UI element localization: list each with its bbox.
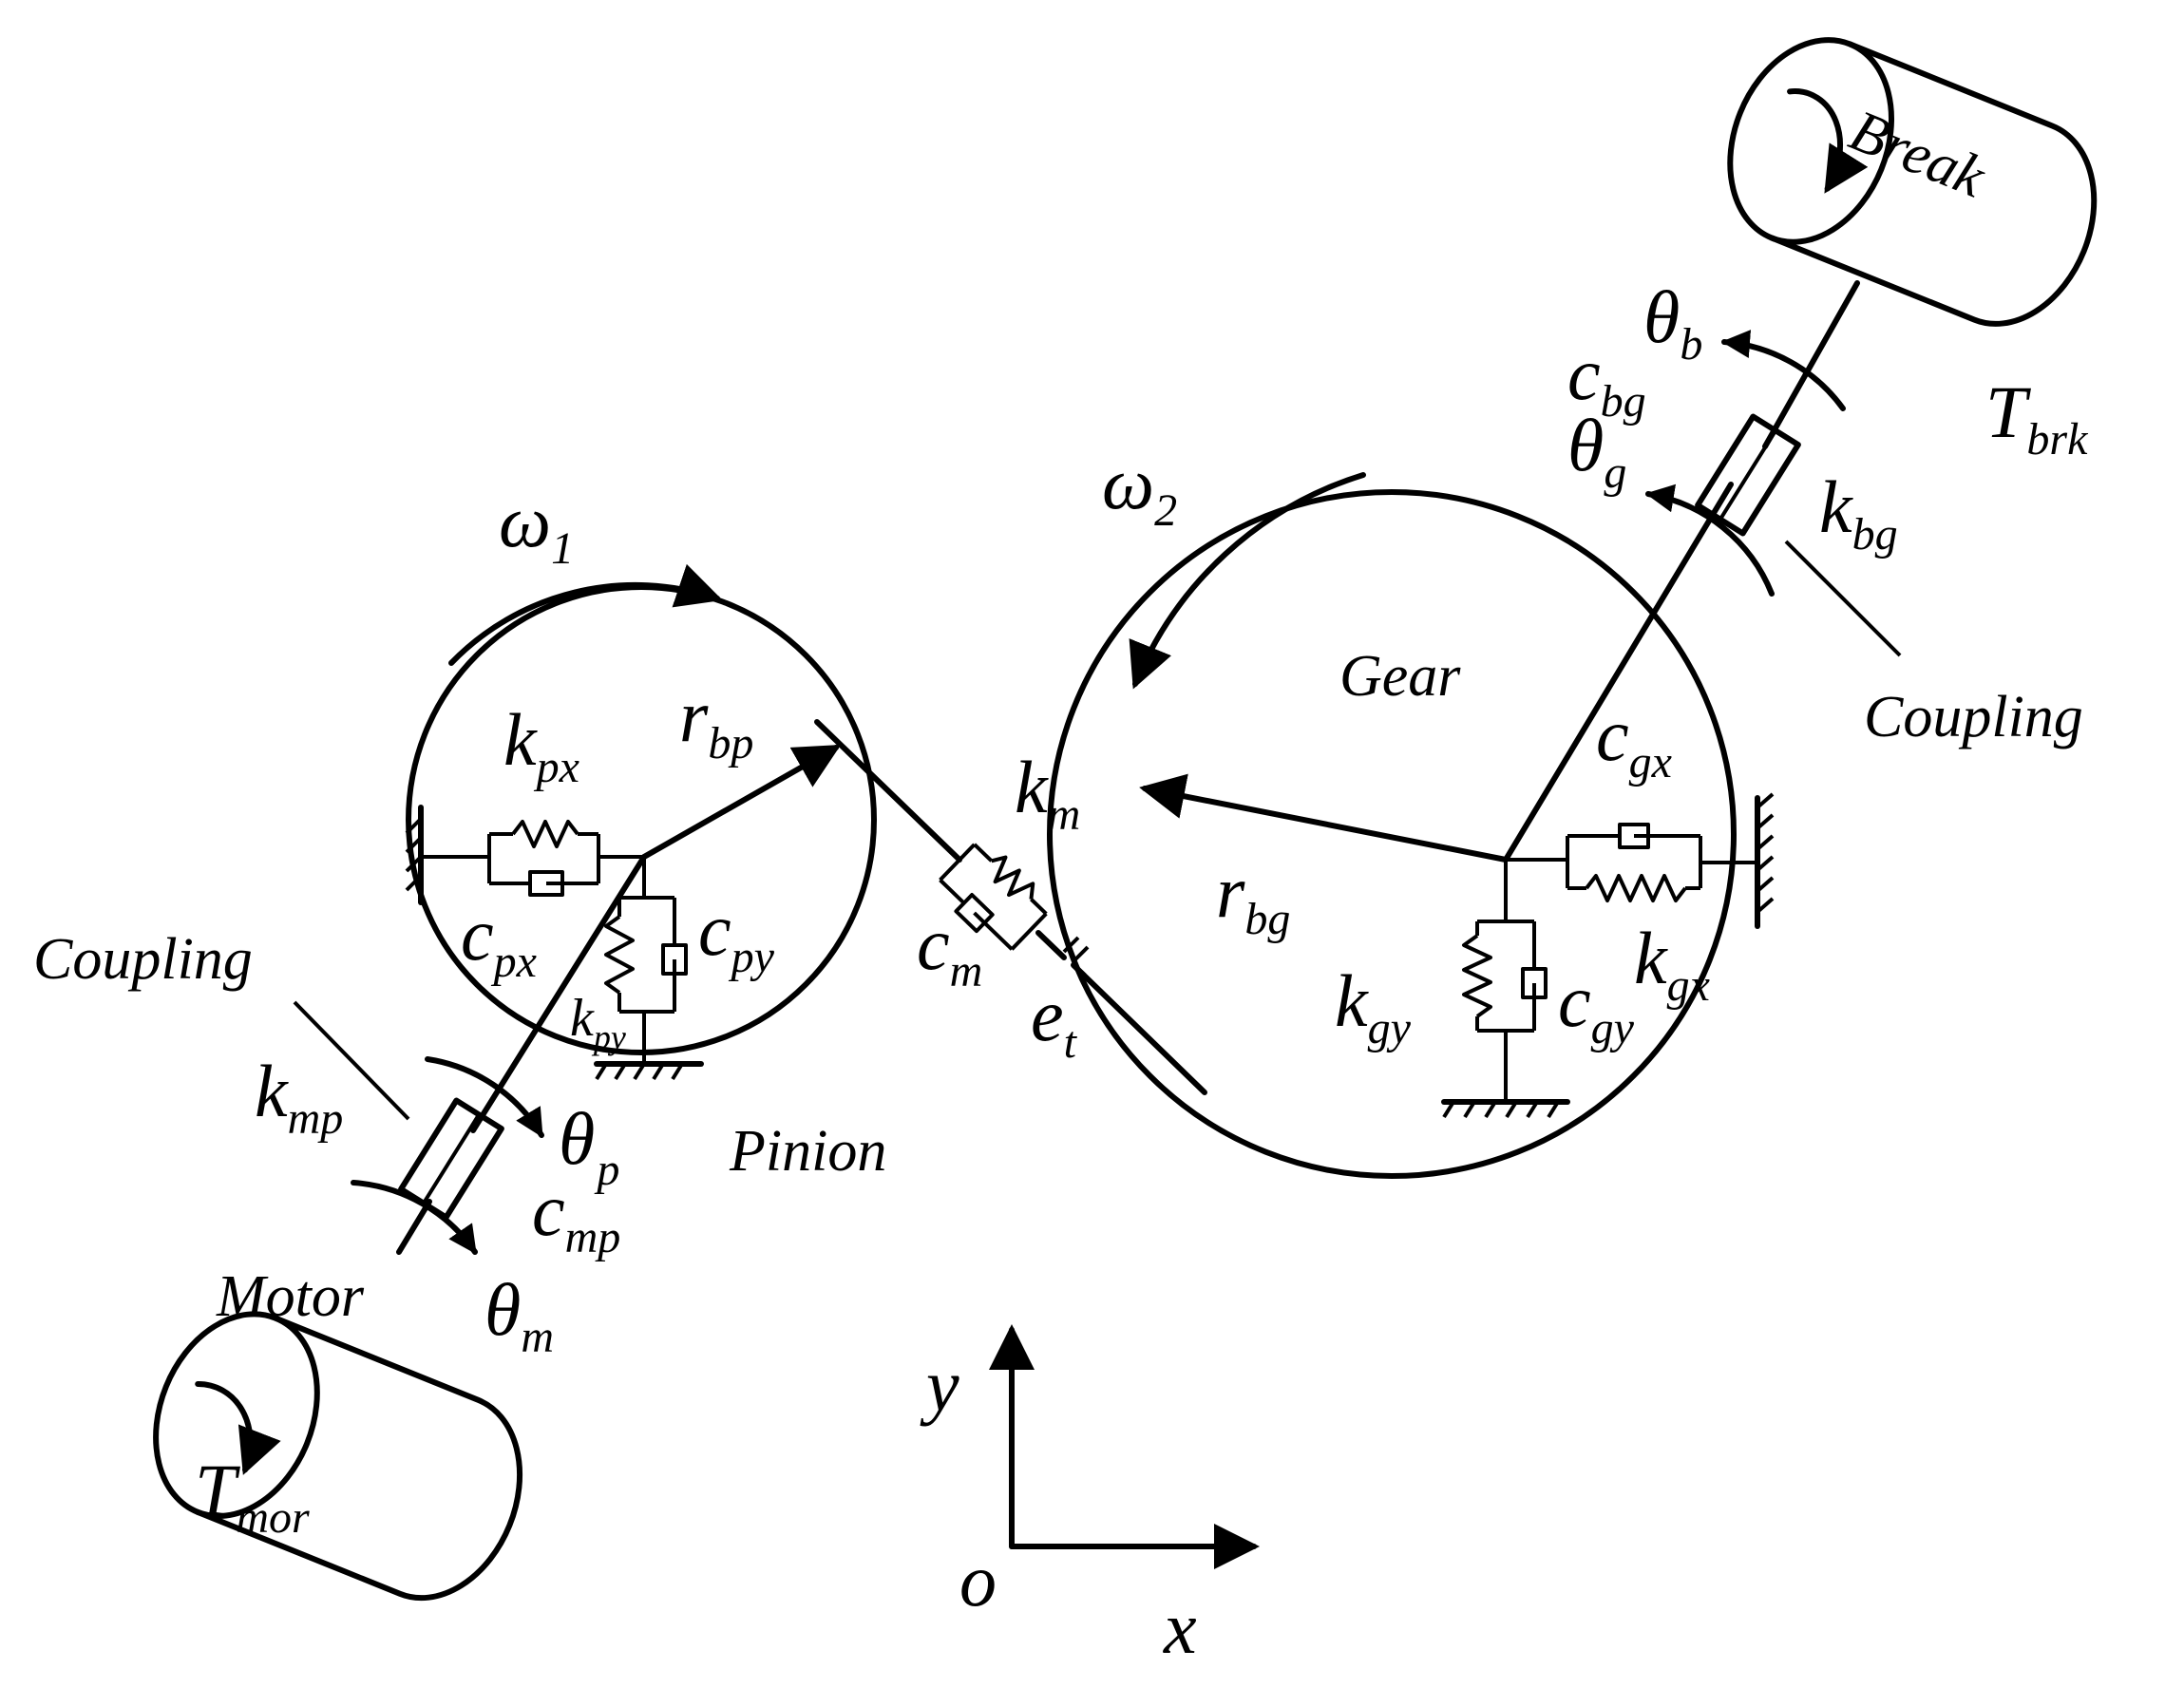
gear-x-support: [1506, 792, 1775, 929]
theta-b-symbol: θb: [1643, 275, 1702, 370]
coupling-right-leader: [1784, 540, 1902, 657]
theta-p-arrow: [425, 1056, 544, 1138]
motor-label: Motor: [216, 1264, 365, 1329]
omega2-symbol: ω2: [1102, 442, 1177, 536]
motor-drum: [153, 1311, 523, 1602]
theta-p-symbol: θp: [559, 1097, 619, 1195]
r-bp-symbol: rbp: [679, 674, 753, 768]
c-py-symbol: cpy: [698, 888, 775, 982]
x-axis-label: x: [1163, 1586, 1197, 1669]
theta-g-arrow: [1645, 484, 1775, 597]
omega2-arrow: [1129, 472, 1366, 690]
omega1-arrow: [448, 563, 723, 666]
brake-drum: [1727, 37, 2098, 327]
e-t-symbol: et: [1031, 974, 1078, 1068]
gear-label: Gear: [1339, 644, 1461, 709]
theta-g-symbol: θg: [1567, 404, 1626, 498]
pinion-circle: [406, 584, 877, 1055]
k-gy-symbol: kgy: [1335, 959, 1412, 1053]
k-py-symbol: kpy: [570, 989, 626, 1056]
gear-shaft: [1503, 482, 1734, 863]
c-gy-symbol: cgy: [1558, 959, 1635, 1053]
k-m-symbol: km: [1015, 746, 1080, 840]
pinion-label: Pinion: [729, 1119, 886, 1184]
c-px-symbol: cpx: [461, 893, 537, 987]
pinion-x-support: [405, 805, 644, 905]
c-m-symbol: cm: [917, 902, 982, 996]
t-brk-symbol: Tbrk: [1985, 370, 2089, 465]
t-mor-symbol: Tmor: [195, 1449, 310, 1543]
mesh-spring-damper: [814, 719, 1207, 1095]
r-bg-arrow: [1139, 773, 1509, 863]
brake-shaft: [1762, 280, 1860, 449]
pinion-y-support: [594, 857, 704, 1081]
k-px-symbol: kpx: [503, 698, 579, 792]
k-bg-symbol: kbg: [1819, 465, 1898, 560]
y-axis-label: y: [920, 1344, 959, 1427]
omega1-symbol: ω1: [499, 480, 574, 574]
pinion-shaft: [470, 854, 647, 1133]
origin-label: o: [959, 1539, 997, 1622]
r-bg-symbol: rbg: [1216, 850, 1290, 944]
k-gx-symbol: kgx: [1634, 917, 1710, 1011]
r-bp-arrow: [641, 745, 842, 860]
gear-y-support: [1441, 860, 1570, 1119]
c-bg-symbol: cbg: [1567, 332, 1646, 427]
coupling-left-leader: [293, 1000, 410, 1121]
theta-m-symbol: θm: [484, 1268, 554, 1362]
c-mp-symbol: cmp: [532, 1168, 620, 1262]
theta-b-arrow: [1721, 330, 1846, 411]
gear-circle: [1047, 489, 1737, 1179]
right-coupling-block: [1695, 413, 1801, 537]
motor-shaft: [396, 1199, 432, 1255]
k-mp-symbol: kmp: [255, 1050, 343, 1144]
brake-label: Break: [1841, 98, 1995, 210]
coupling-right-label: Coupling: [1864, 685, 2083, 749]
c-gx-symbol: cgx: [1596, 693, 1672, 787]
coupling-left-label: Coupling: [33, 927, 253, 992]
theta-m-arrow: [351, 1180, 478, 1255]
